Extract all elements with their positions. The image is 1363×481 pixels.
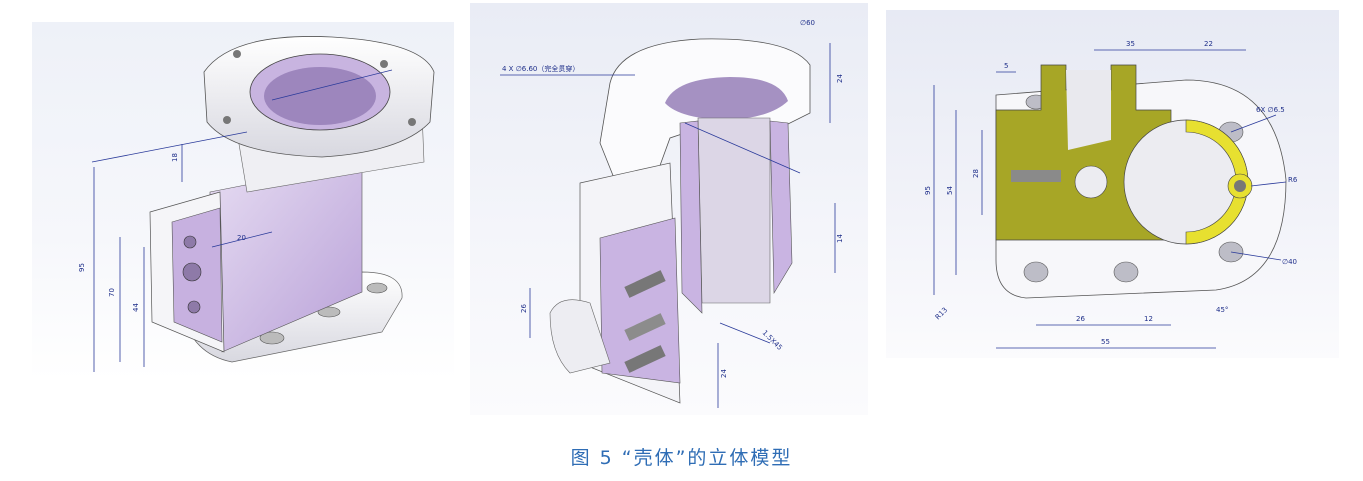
dim-label: 26 bbox=[520, 304, 528, 313]
note-label: 45° bbox=[1216, 306, 1228, 314]
dim-label: 70 bbox=[108, 288, 116, 297]
note-label: ∅40 bbox=[1282, 258, 1297, 266]
housing-isometric-view: 95 70 44 18 20 bbox=[32, 22, 454, 380]
dim-label: 95 bbox=[924, 186, 932, 195]
note-label: ∅60 bbox=[800, 19, 815, 27]
dim-label: 12 bbox=[1144, 315, 1153, 323]
dim-label: 54 bbox=[946, 186, 954, 195]
dim-label: 26 bbox=[1076, 315, 1085, 323]
dim-label: 44 bbox=[132, 303, 140, 312]
housing-flange-drawing: 5 35 22 95 54 28 26 12 55 6X ∅6.5 R6 ∅40… bbox=[924, 40, 1298, 349]
leader-line bbox=[719, 322, 771, 344]
dimension-line bbox=[91, 131, 248, 163]
leader-line bbox=[1230, 251, 1282, 261]
dim-label: 22 bbox=[1204, 40, 1213, 48]
leader-line bbox=[1230, 114, 1277, 133]
note-label: 6X ∅6.5 bbox=[1256, 106, 1285, 114]
housing-isometric-drawing: 95 70 44 18 20 bbox=[78, 36, 435, 372]
dim-label: 20 bbox=[237, 234, 246, 242]
dim-label: 95 bbox=[78, 263, 86, 272]
dim-label: 14 bbox=[836, 234, 844, 243]
dim-label: 24 bbox=[836, 74, 844, 83]
dim-label: 55 bbox=[1101, 338, 1110, 346]
dim-label: 24 bbox=[720, 369, 728, 378]
dim-label: 18 bbox=[171, 153, 179, 162]
dimension-line bbox=[211, 231, 273, 248]
dim-label: 35 bbox=[1126, 40, 1135, 48]
note-label: R13 bbox=[934, 306, 949, 321]
figure-caption: 图 5 “壳体”的立体模型 bbox=[570, 447, 793, 469]
note-label: 4 X ∅6.60（完全贯穿） bbox=[502, 64, 579, 73]
housing-section-drawing: 4 X ∅6.60（完全贯穿） ∅60 1.5X45 24 14 26 24 bbox=[500, 19, 844, 408]
leader-line bbox=[684, 122, 801, 174]
leader-line bbox=[271, 69, 393, 101]
dim-label: 28 bbox=[972, 169, 980, 178]
note-label: R6 bbox=[1288, 176, 1298, 184]
leader-line bbox=[1250, 181, 1287, 187]
housing-section-view: 4 X ∅6.60（完全贯穿） ∅60 1.5X45 24 14 26 24 bbox=[470, 3, 868, 415]
dim-label: 5 bbox=[1004, 62, 1008, 70]
housing-flange-section-view: 5 35 22 95 54 28 26 12 55 6X ∅6.5 R6 ∅40… bbox=[886, 10, 1339, 358]
